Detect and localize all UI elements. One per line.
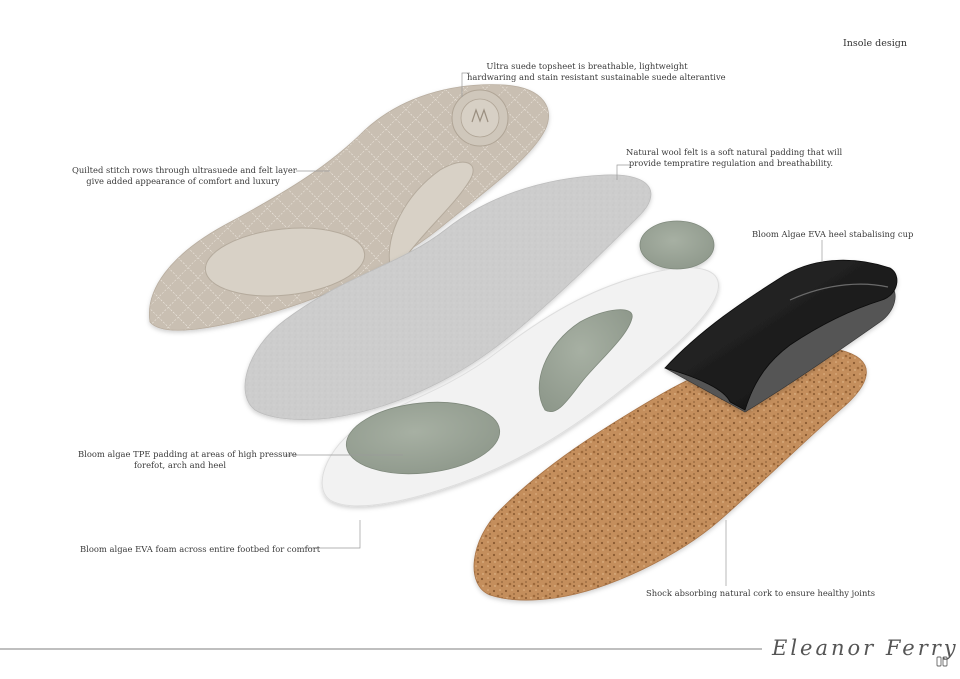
topsheet-forefoot-pad: [204, 227, 366, 297]
annotation-eva-foam-line-1: Bloom algae EVA foam across entire footb…: [80, 544, 321, 554]
annotation-heel-cup: Bloom Algae EVA heel stabalising cup: [752, 229, 913, 240]
annotation-tpe-padding: Bloom algae TPE padding at areas of high…: [78, 449, 297, 471]
leader-lines: [285, 72, 823, 586]
annotation-quilted: Quilted stitch rows through ultrasuede a…: [72, 165, 297, 187]
annotation-tpe-padding-line-2: forefot, arch and heel: [133, 460, 227, 470]
annotation-wool-felt-line-2: provide tempratire regulation and breath…: [628, 158, 834, 168]
leader-topsheet: [461, 72, 470, 97]
cork-shape: [473, 347, 867, 601]
annotation-tpe-padding-line-1: Bloom algae TPE padding at areas of high…: [78, 449, 297, 459]
topsheet-layer: [148, 84, 549, 331]
tpe-heel-pad: [639, 220, 715, 270]
annotation-quilted-line-2: give added appearance of comfort and lux…: [86, 176, 280, 186]
ef-monogram-icon: [936, 656, 948, 667]
heel-cup-shape: [664, 259, 898, 411]
annotation-topsheet-line-2: hardwaring and stain resistant sustainab…: [467, 72, 726, 82]
annotation-heel-cup-line-1: Bloom Algae EVA heel stabalising cup: [752, 229, 914, 239]
tpe-arch-pad: [538, 309, 633, 413]
annotation-cork: Shock absorbing natural cork to ensure h…: [646, 588, 875, 599]
leader-eva-foam: [304, 520, 361, 549]
leader-wool-felt: [616, 164, 630, 180]
annotation-quilted-line-1: Quilted stitch rows through ultrasuede a…: [72, 165, 297, 175]
annotation-wool-felt-line-1: Natural wool felt is a soft natural padd…: [626, 147, 843, 157]
wool-felt-layer: [244, 174, 652, 420]
annotation-topsheet-line-1: Ultra suede topsheet is breathable, ligh…: [486, 61, 688, 71]
tpe-forefoot-pad: [345, 401, 501, 475]
eva-foam-layer: [321, 220, 719, 507]
designer-signature: Eleanor Ferry: [772, 636, 959, 660]
annotation-cork-line-1: Shock absorbing natural cork to ensure h…: [646, 588, 875, 598]
cork-layer: [473, 347, 867, 601]
page-title: Insole design: [843, 38, 907, 49]
heel-cup-layer: [664, 259, 898, 413]
annotation-topsheet: Ultra suede topsheet is breathable, ligh…: [467, 61, 726, 83]
annotation-eva-foam: Bloom algae EVA foam across entire footb…: [80, 544, 320, 555]
annotation-wool-felt: Natural wool felt is a soft natural padd…: [626, 147, 843, 169]
brand-logo-badge-icon: [451, 89, 509, 147]
wool-felt-shape: [244, 174, 652, 420]
